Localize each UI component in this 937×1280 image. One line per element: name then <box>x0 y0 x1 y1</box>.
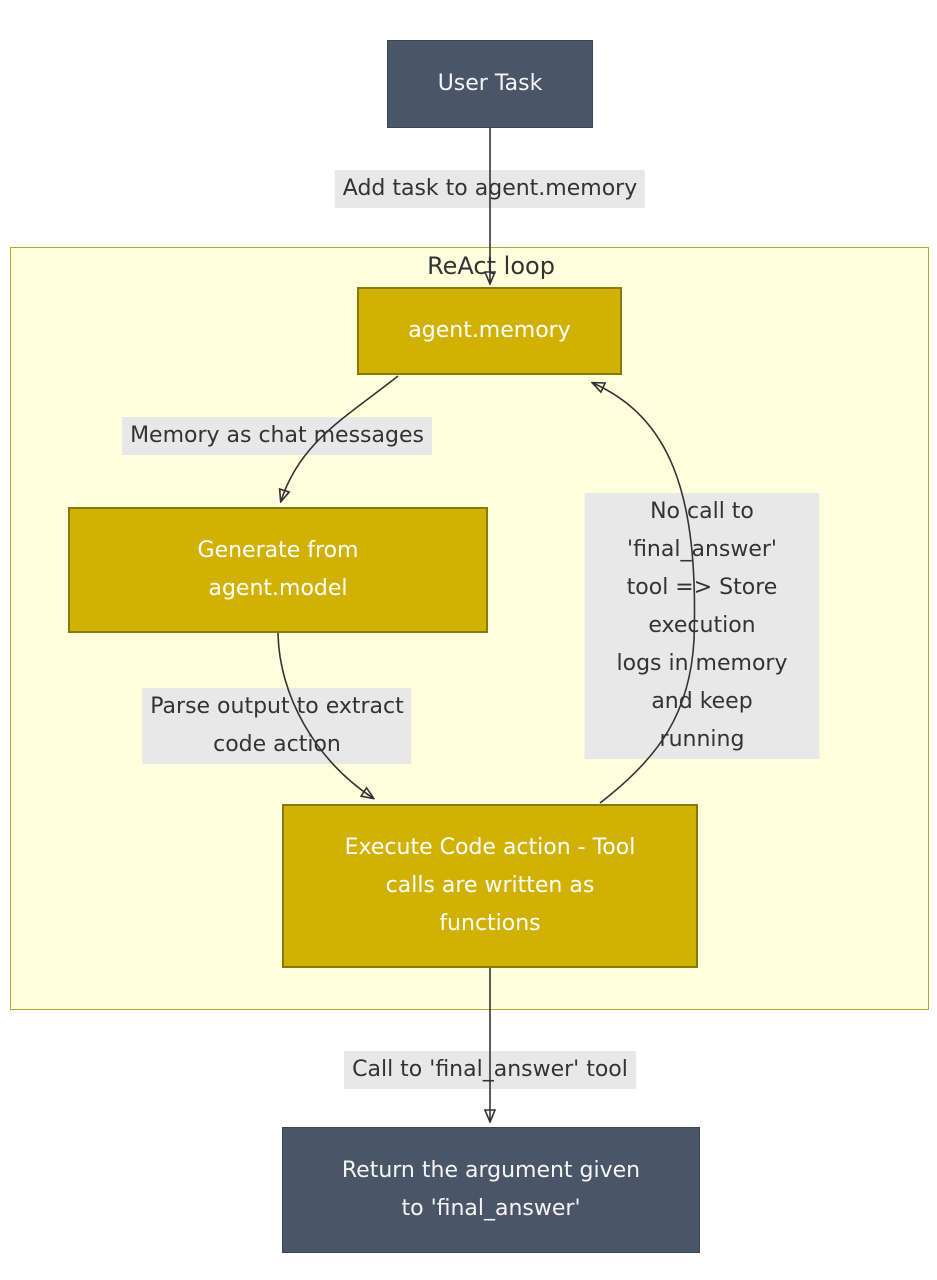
node-return-final-answer: Return the argument given to 'final_answ… <box>282 1127 700 1253</box>
edge-label-parse-output: Parse output to extract code action <box>142 688 412 764</box>
node-execute-code-action: Execute Code action - Tool calls are wri… <box>282 804 698 968</box>
node-generate-from-model: Generate from agent.model <box>68 507 488 633</box>
edge-label-memory-messages: Memory as chat messages <box>122 417 432 455</box>
node-agent-memory: agent.memory <box>357 287 622 375</box>
edge-label-add-task: Add task to agent.memory <box>334 170 646 208</box>
edge-label-call-final-answer: Call to 'final_answer' tool <box>344 1051 636 1089</box>
edge-label-no-call-final-answer: No call to 'final_answer' tool => Store … <box>584 493 820 759</box>
react-loop-title: ReAct loop <box>427 252 555 280</box>
node-user-task: User Task <box>387 40 593 128</box>
